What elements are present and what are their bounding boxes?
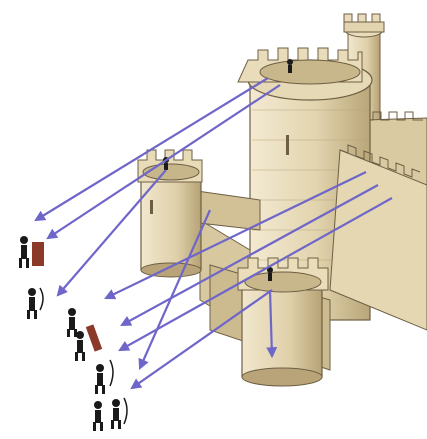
archer-icon — [75, 324, 102, 361]
archer-icon — [95, 360, 113, 394]
archer-icon — [111, 398, 127, 429]
corner-tower-icon — [138, 150, 202, 277]
archer-icon — [27, 288, 43, 319]
archer-icon — [67, 308, 77, 337]
archer-icon — [93, 401, 103, 431]
attacking-army — [19, 236, 127, 431]
archer-icon — [19, 236, 44, 268]
